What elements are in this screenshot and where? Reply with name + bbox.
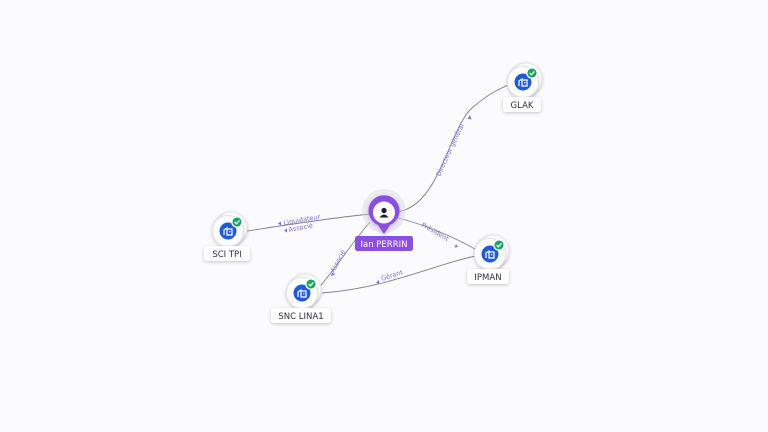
edge-person-glak[interactable]: Directeur général [396,81,517,213]
company-node-scitpi[interactable] [212,211,248,247]
person-node[interactable] [362,189,406,234]
svg-text:Ian PERRIN: Ian PERRIN [361,240,408,250]
person-label: Ian PERRIN [355,236,413,251]
edge-label-associe-snc: Associé [329,248,348,273]
arrow-icon [376,280,379,284]
company-label-ipman: IPMAN [467,269,509,284]
company-label-glak: GLAK [503,97,541,112]
company-node-glak[interactable] [507,62,543,98]
edge-label-president: Président [420,221,451,243]
arrow-icon [467,115,472,120]
check-icon [231,216,243,228]
edge-label-directeur-general: Directeur général [435,122,467,177]
building-icon [481,245,499,263]
svg-text:SCI TPI: SCI TPI [212,250,241,260]
check-icon [305,278,317,290]
check-icon [493,239,505,251]
edge-person-scitpi[interactable]: Liquidateur Associé [246,213,371,234]
building-icon [293,284,311,302]
arrow-icon [284,228,287,233]
arrow-icon [454,244,458,248]
check-icon [526,67,538,79]
building-icon [219,222,237,240]
company-label-scitpi: SCI TPI [204,246,250,261]
edge-person-snclina1[interactable]: Associé [315,221,371,292]
arrow-icon [331,272,335,276]
company-label-snclina1: SNC LINA1 [271,308,331,323]
svg-text:SNC LINA1: SNC LINA1 [278,312,323,322]
company-node-snclina1[interactable] [286,273,322,309]
edge-snclina1-ipman[interactable]: Gérant [321,254,482,294]
company-node-ipman[interactable] [474,234,510,270]
building-icon [514,73,532,91]
svg-text:GLAK: GLAK [511,101,534,111]
user-icon [379,207,389,218]
svg-text:IPMAN: IPMAN [474,273,501,283]
arrow-icon [278,221,281,226]
